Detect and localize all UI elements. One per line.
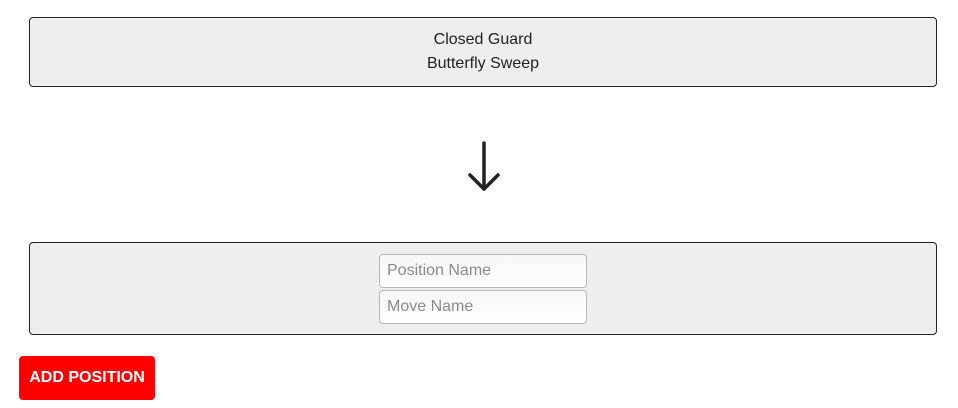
position-name: Closed Guard: [433, 31, 533, 48]
arrow-down-icon: [468, 141, 500, 191]
position-name-input[interactable]: [379, 253, 587, 288]
move-name: Butterfly Sweep: [426, 55, 540, 72]
new-position-card: [29, 242, 937, 335]
add-position-button[interactable]: ADD POSITION: [19, 356, 155, 400]
move-name-input[interactable]: [379, 289, 587, 324]
position-card: Closed Guard Butterfly Sweep: [29, 17, 937, 87]
